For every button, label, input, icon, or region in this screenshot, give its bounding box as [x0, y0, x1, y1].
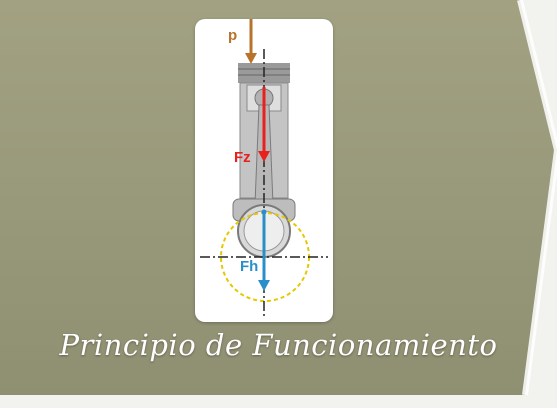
piston-diagram: p Fz Fh — [200, 19, 328, 319]
slide-title: Principio de Funcionamiento — [59, 328, 498, 362]
force-p-arrowhead — [245, 53, 257, 64]
force-p-label: p — [228, 27, 237, 44]
banner-edge — [517, 0, 557, 396]
force-fh-arrowhead — [258, 280, 270, 291]
force-fz-arrowhead — [258, 151, 270, 162]
force-fz-label: Fz — [234, 149, 251, 166]
force-fh-label: Fh — [240, 258, 258, 275]
diagram-card: p Fz Fh — [195, 19, 333, 322]
